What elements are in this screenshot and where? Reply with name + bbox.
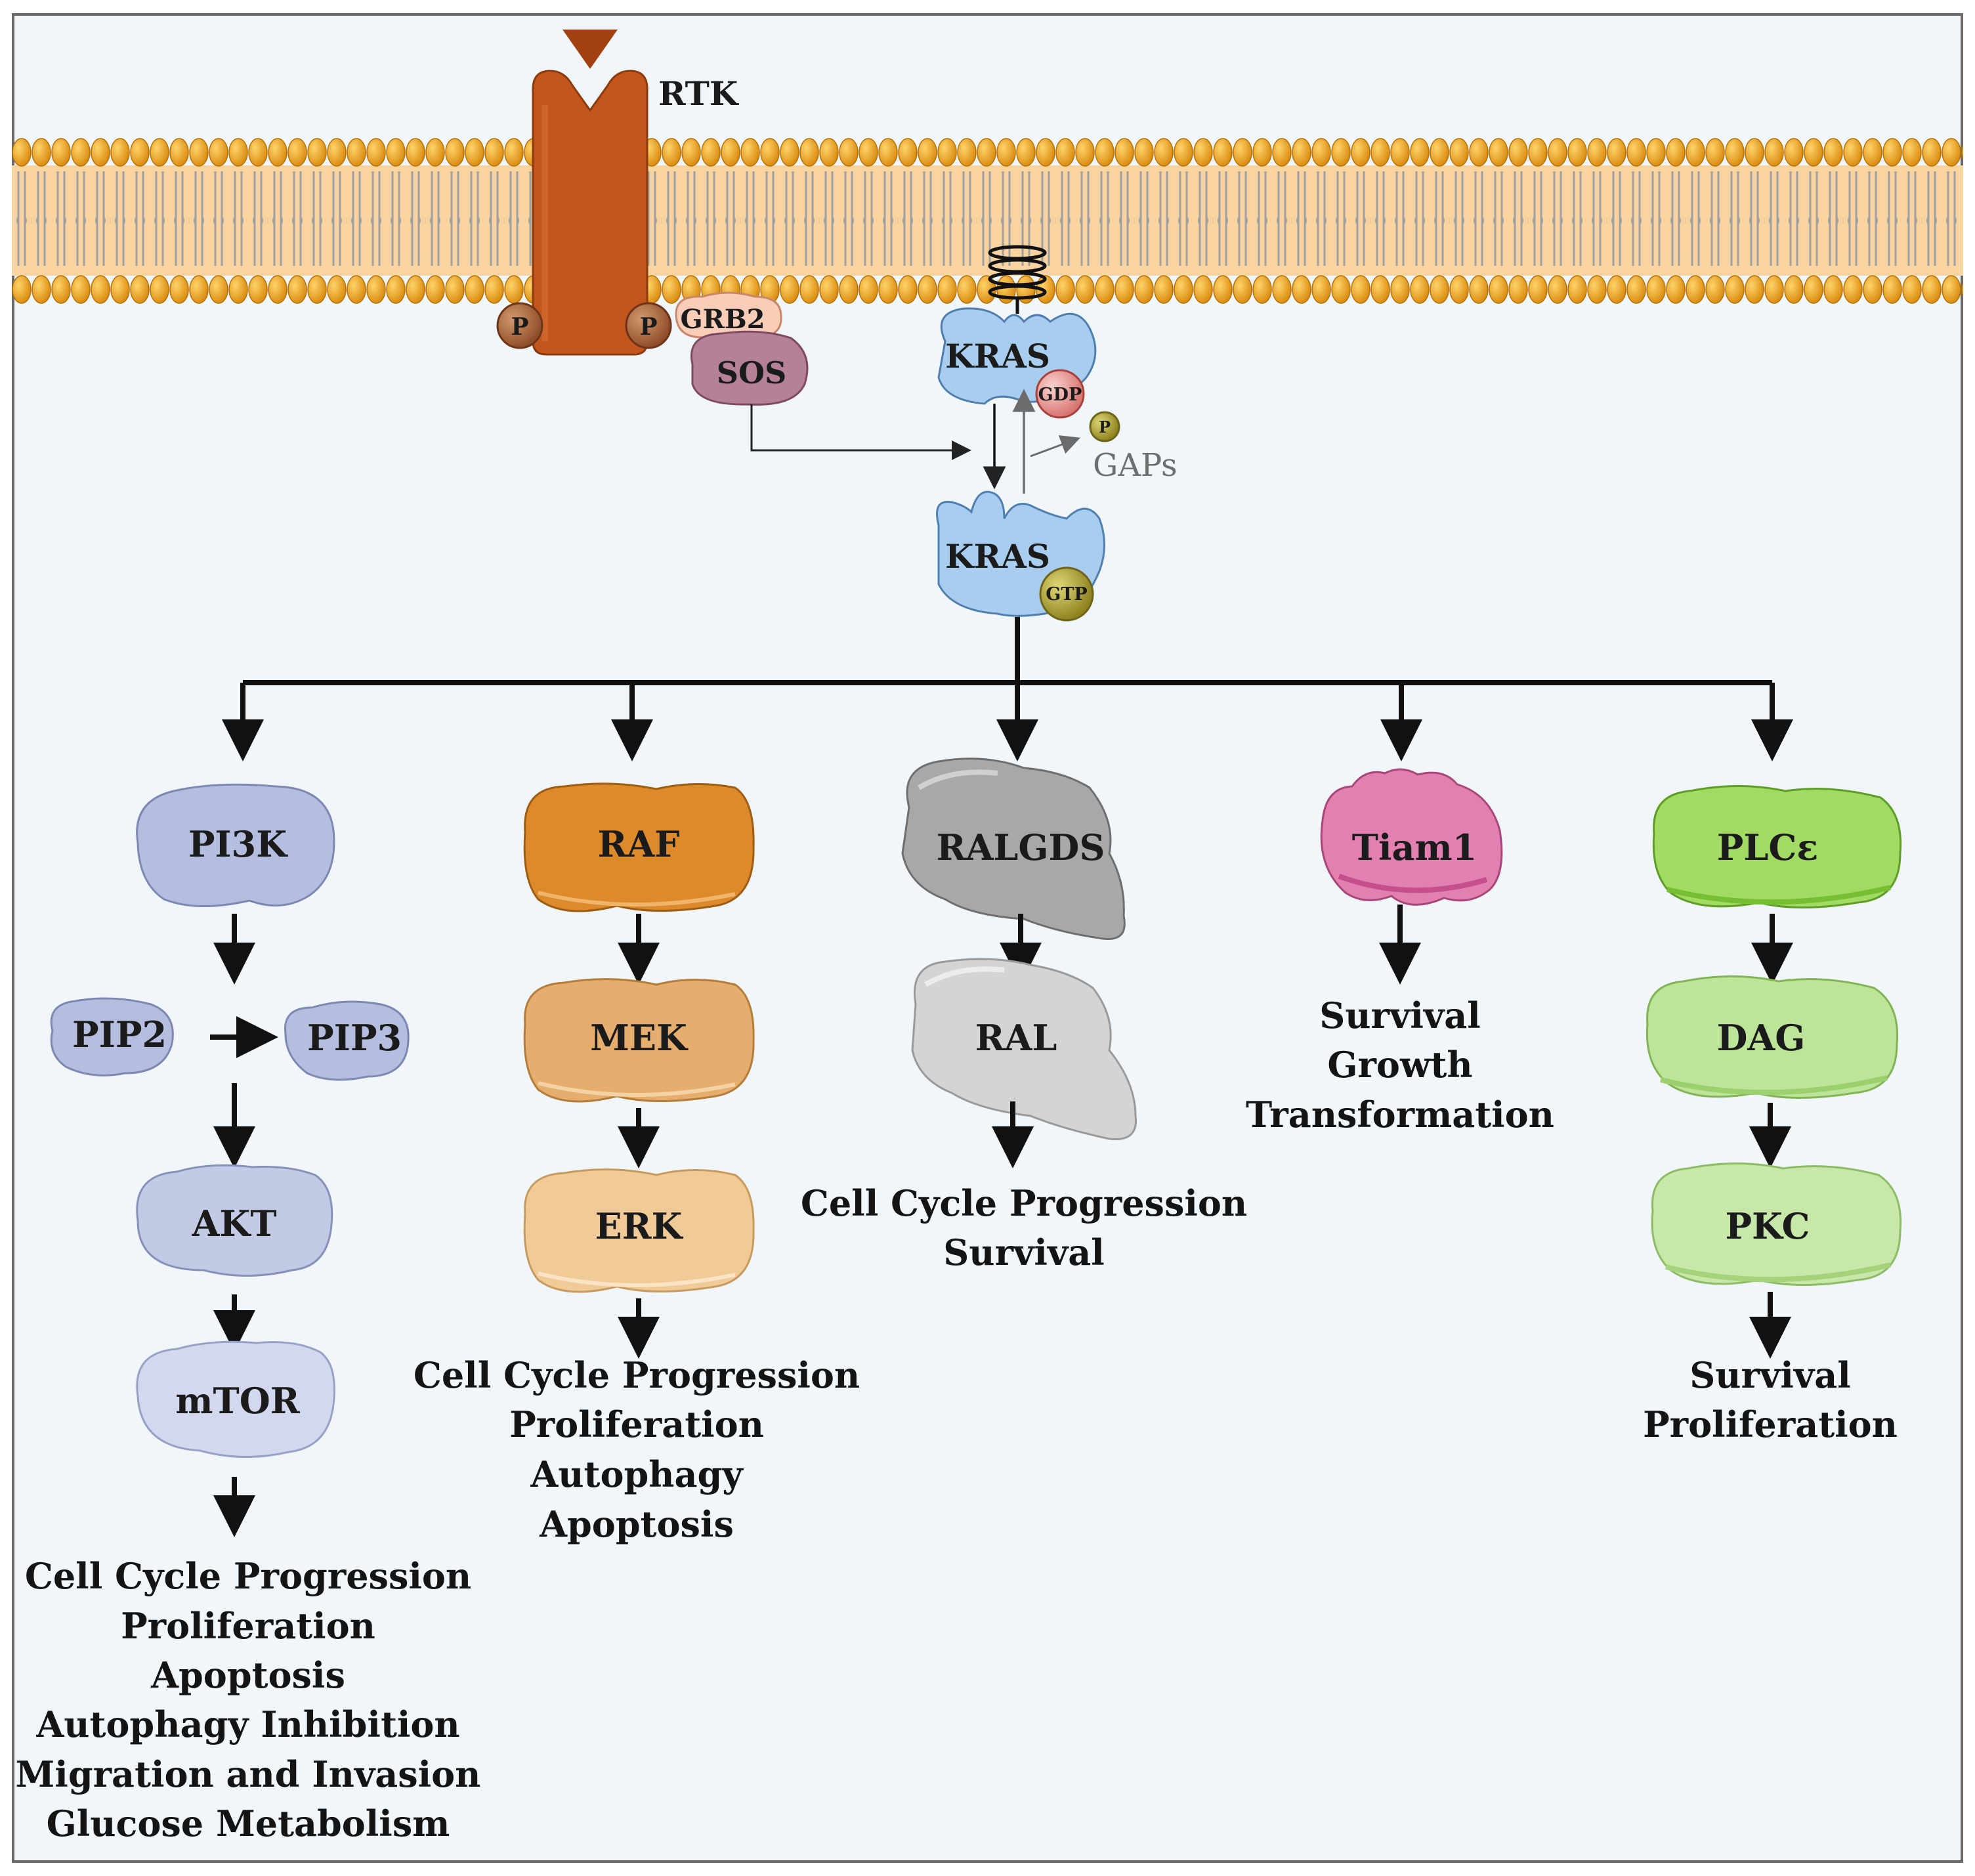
released-phosphate: P: [1089, 411, 1120, 442]
svg-text:Transformation: Transformation: [1246, 1094, 1554, 1136]
raf-outcomes: Cell Cycle Progression Proliferation Aut…: [414, 1354, 860, 1545]
tiam1-outcomes: Survival Growth Transformation: [1246, 994, 1554, 1136]
svg-text:PKC: PKC: [1725, 1205, 1810, 1247]
phosphate-left: P: [496, 302, 543, 349]
svg-text:KRAS: KRAS: [945, 537, 1050, 576]
svg-text:Proliferation: Proliferation: [1643, 1403, 1898, 1445]
pkc-node: PKC: [1651, 1162, 1902, 1286]
svg-text:Autophagy Inhibition: Autophagy Inhibition: [35, 1703, 459, 1745]
svg-text:GTP: GTP: [1046, 584, 1087, 605]
kras-gtp-protein: KRAS GTP: [936, 490, 1105, 622]
plc-pathway: PLCε DAG PKC Survival Proliferation: [1643, 785, 1902, 1445]
kras-gdp-protein: KRAS GDP: [937, 307, 1097, 419]
svg-text:P: P: [639, 313, 657, 341]
branch-arrows: [222, 683, 1793, 761]
svg-text:Proliferation: Proliferation: [121, 1605, 375, 1647]
tiam1-node: Tiam1: [1320, 768, 1503, 906]
pip2-node: PIP2: [50, 997, 174, 1077]
svg-text:Survival: Survival: [943, 1231, 1104, 1273]
sos-protein: SOS: [690, 330, 809, 406]
svg-text:mTOR: mTOR: [175, 1380, 300, 1422]
svg-text:MEK: MEK: [590, 1017, 689, 1059]
ral-node: RAL: [911, 958, 1137, 1141]
raf-node: RAF: [523, 782, 755, 912]
svg-text:SOS: SOS: [717, 355, 787, 391]
gtp-circle: [1039, 566, 1094, 622]
mek-node: MEK: [523, 978, 755, 1103]
gaps-label: GAPs: [1093, 447, 1178, 484]
tiam1-pathway: Tiam1 Survival Growth Transformation: [1246, 768, 1554, 1136]
svg-text:KRAS: KRAS: [945, 337, 1050, 375]
ligand-triangle: [563, 30, 618, 69]
svg-text:Autophagy: Autophagy: [530, 1453, 744, 1495]
sos-to-kras-arrow: [750, 404, 971, 460]
svg-text:ERK: ERK: [595, 1205, 684, 1247]
svg-text:RAF: RAF: [597, 823, 679, 865]
phosphate-right: P: [625, 302, 672, 349]
svg-text:GDP: GDP: [1038, 385, 1082, 405]
svg-text:GRB2: GRB2: [680, 304, 765, 335]
gdp-circle: [1035, 369, 1085, 419]
svg-text:Cell Cycle Progression: Cell Cycle Progression: [25, 1555, 471, 1597]
svg-text:P: P: [511, 313, 528, 341]
plc-node: PLCε: [1652, 785, 1902, 908]
raf-pathway: RAF MEK ERK Cell Cycle Progression Proli…: [414, 782, 860, 1545]
svg-text:P: P: [1099, 417, 1111, 437]
cell-membrane: [12, 137, 1963, 305]
svg-text:PLCε: PLCε: [1717, 826, 1818, 868]
svg-text:PIP3: PIP3: [307, 1017, 402, 1059]
pi3k-outcomes: Cell Cycle Progression Proliferation Apo…: [16, 1555, 481, 1844]
svg-text:DAG: DAG: [1717, 1017, 1806, 1059]
svg-text:Glucose Metabolism: Glucose Metabolism: [47, 1802, 450, 1844]
svg-text:Apoptosis: Apoptosis: [150, 1654, 345, 1696]
kras-membrane-anchor: [988, 245, 1047, 314]
mtor-node: mTOR: [136, 1340, 335, 1458]
svg-text:Cell Cycle Progression: Cell Cycle Progression: [801, 1182, 1247, 1224]
svg-text:Survival: Survival: [1319, 994, 1480, 1036]
svg-text:Migration and Invasion: Migration and Invasion: [16, 1753, 481, 1795]
svg-text:RALGDS: RALGDS: [937, 826, 1105, 868]
akt-node: AKT: [136, 1164, 333, 1277]
ralgds-outcomes: Cell Cycle Progression Survival: [801, 1182, 1247, 1273]
phosphate-release-arrow: [1030, 435, 1081, 458]
svg-text:AKT: AKT: [191, 1203, 276, 1245]
dag-node: DAG: [1646, 975, 1899, 1099]
pi3k-node: PI3K: [136, 783, 335, 907]
rtk-receptor: RTK: [532, 30, 739, 356]
grb2-protein: GRB2: [675, 291, 782, 339]
svg-text:Growth: Growth: [1327, 1044, 1472, 1086]
rtk-label: RTK: [658, 74, 739, 113]
svg-text:Survival: Survival: [1689, 1354, 1850, 1396]
erk-node: ERK: [523, 1168, 755, 1293]
svg-text:RAL: RAL: [975, 1017, 1057, 1059]
svg-text:Cell Cycle Progression: Cell Cycle Progression: [414, 1354, 860, 1396]
pip3-node: PIP3: [284, 1000, 410, 1081]
svg-text:Tiam1: Tiam1: [1352, 826, 1477, 868]
branch-connectors: [243, 617, 1772, 685]
plc-outcomes: Survival Proliferation: [1643, 1354, 1898, 1445]
svg-text:Apoptosis: Apoptosis: [539, 1503, 734, 1545]
svg-text:Proliferation: Proliferation: [509, 1403, 764, 1445]
svg-text:PIP2: PIP2: [72, 1013, 167, 1055]
pi3k-pathway: PI3K PIP2 PIP3 AKT mTOR Cell Cycle Progr…: [16, 783, 481, 1844]
ralgds-node: RALGDS: [901, 757, 1126, 941]
svg-text:PI3K: PI3K: [188, 823, 288, 865]
ralgds-pathway: RALGDS RAL Cell Cycle Progression Surviv…: [801, 757, 1247, 1273]
